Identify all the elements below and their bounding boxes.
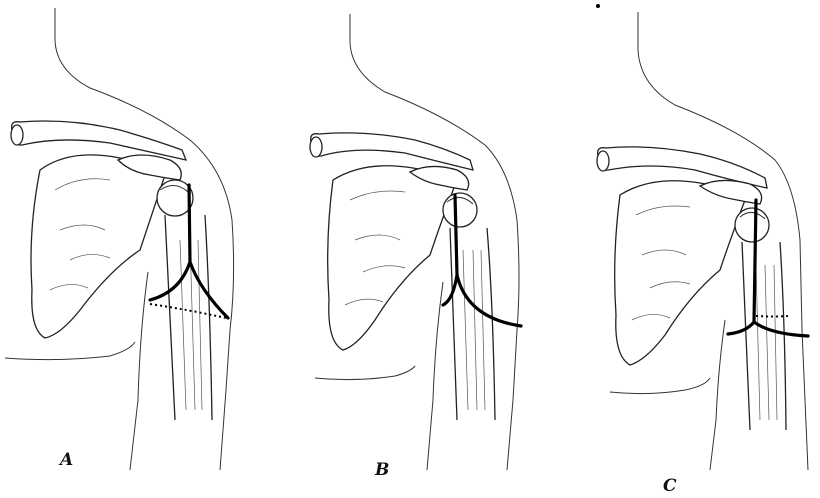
chest-outline — [5, 342, 135, 360]
panel-label-c: C — [663, 478, 677, 495]
humerus-shading — [756, 265, 777, 420]
clavicle — [311, 133, 473, 170]
clavicle-end — [597, 151, 609, 171]
scapula — [328, 166, 455, 350]
humeral-head — [735, 208, 769, 242]
clavicle-end — [11, 125, 23, 145]
panel-label-b: B — [375, 462, 389, 479]
chest-outline — [315, 366, 415, 380]
dotted-line — [756, 316, 788, 317]
arm-outline — [130, 272, 148, 470]
incision-line — [443, 195, 521, 326]
clavicle — [12, 121, 186, 160]
panel-b: B — [295, 0, 568, 498]
arm-outline — [710, 320, 725, 470]
chest-outline — [610, 378, 710, 394]
shoulder-drawing-a — [0, 0, 273, 498]
dotted-line — [150, 304, 226, 318]
shoulder-drawing-b — [295, 0, 568, 498]
panel-a: A — [0, 0, 273, 498]
humeral-head — [443, 193, 477, 227]
panel-label-a: A — [60, 452, 73, 469]
panel-c: C — [570, 0, 820, 498]
scapula — [615, 181, 745, 365]
humerus-shaft — [742, 242, 786, 430]
shoulder-drawing-c — [570, 0, 820, 498]
ink-dot — [596, 4, 600, 8]
humerus-shading — [463, 250, 485, 410]
scapula — [31, 155, 165, 338]
clavicle-end — [310, 137, 322, 157]
arm-outline — [427, 282, 443, 470]
